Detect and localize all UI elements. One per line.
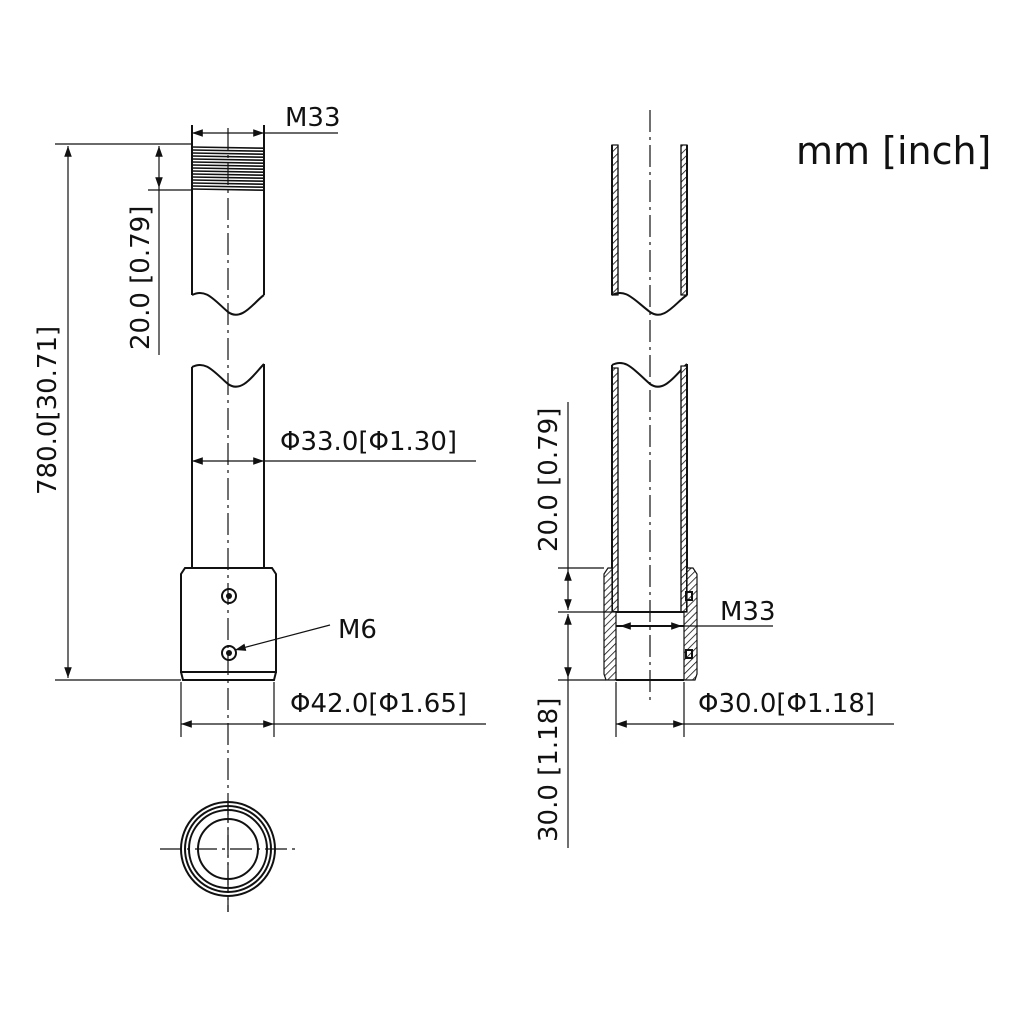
left-elevation-view: M33 20.0 [0.79] 780.0[30.71] Φ33.0[Φ1.30… (33, 103, 486, 912)
upper-tube (191, 190, 265, 316)
lower-tube (191, 363, 265, 568)
thread-line (191, 158, 265, 161)
dim-inner-diameter: Φ30.0[Φ1.18] (615, 682, 894, 737)
thread-line (191, 173, 265, 176)
total-length-label: 780.0[30.71] (33, 326, 63, 495)
right-section-view: 20.0 [0.79] 30.0 [1.18] M33 Φ30.0[Φ1.18] (534, 110, 894, 848)
thread-line (191, 176, 265, 179)
end-view (160, 800, 296, 912)
units-label: mm [inch] (796, 129, 991, 173)
thread-line (191, 182, 265, 185)
thread-length-label: 20.0 [0.79] (126, 206, 156, 350)
thread-line (191, 185, 265, 188)
base-collar (180, 567, 277, 681)
dim-thread-length: 20.0 [0.79] (126, 146, 163, 355)
m6-screw-hole-top (221, 588, 237, 604)
thread-line (191, 161, 265, 164)
end-view-inner-bore (197, 818, 259, 880)
thread-lines (191, 146, 265, 191)
thread-line (191, 152, 265, 155)
dim-section-upper-length: 20.0 [0.79] (534, 402, 612, 613)
thread-line (191, 146, 265, 149)
thread-line (191, 155, 265, 158)
dim-inner-thread: M33 (620, 597, 776, 630)
thread-line (191, 188, 265, 191)
thread-line (191, 164, 265, 167)
base-diameter-label: Φ42.0[Φ1.65] (290, 689, 467, 719)
section-upper-length-label: 20.0 [0.79] (534, 408, 564, 552)
upper-section-tube (611, 144, 688, 316)
threaded-end (191, 125, 265, 191)
section-base-collar (603, 567, 698, 681)
dim-tube-diameter: Φ33.0[Φ1.30] (192, 427, 476, 465)
inner-thread-label: M33 (720, 597, 776, 627)
inner-diameter-label: Φ30.0[Φ1.18] (698, 689, 875, 719)
dim-section-lower-length: 30.0 [1.18] (534, 614, 606, 848)
section-lower-length-label: 30.0 [1.18] (534, 698, 564, 842)
thread-line (191, 170, 265, 173)
dim-base-diameter: Φ42.0[Φ1.65] (180, 682, 486, 737)
m6-screw-hole-bottom (221, 645, 237, 661)
thread-line (191, 167, 265, 170)
dim-thread-width: M33 (191, 103, 341, 140)
tube-diameter-label: Φ33.0[Φ1.30] (280, 427, 457, 457)
end-view-outer-ring (180, 801, 276, 897)
dim-total-length: 780.0[30.71] (33, 146, 181, 681)
thread-line (191, 179, 265, 182)
m6-label: M6 (338, 615, 377, 645)
thread-m33-label: M33 (285, 103, 341, 133)
m6-leader: M6 (234, 615, 377, 651)
thread-line (191, 149, 265, 152)
